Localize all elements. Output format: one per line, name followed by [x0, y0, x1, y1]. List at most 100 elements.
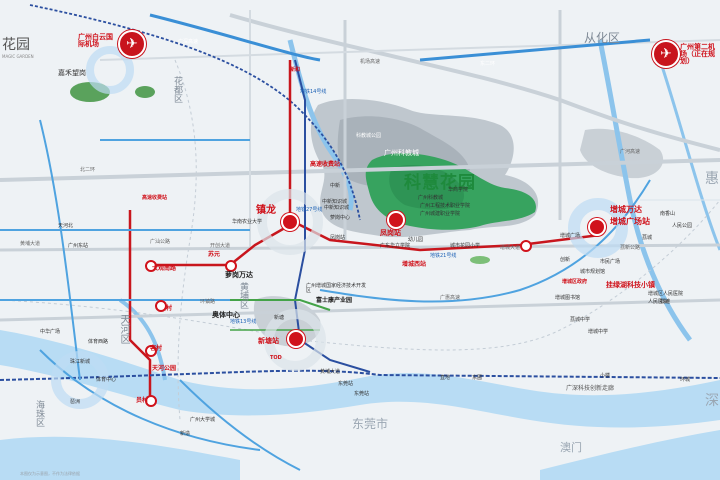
- district-macau: 澳门: [560, 441, 582, 454]
- poi-10: 增城图书馆: [555, 295, 581, 301]
- label-line21: 地铁21号线: [430, 253, 457, 259]
- label-kecun: 客村: [150, 345, 163, 352]
- metro-stop-huangcun: [155, 300, 167, 312]
- label-zhili: 直地: [440, 375, 451, 381]
- poi-19: 人民公园: [672, 223, 693, 229]
- airport-second-label: 广州第二机场（正在规划）: [680, 43, 715, 65]
- label-keji-park: 富士康产业园: [316, 297, 353, 304]
- district-tianhe: 天河区: [118, 314, 129, 344]
- label-dongpu: 东圃: [472, 375, 483, 381]
- poi-18: 市民广场: [600, 259, 621, 265]
- district-huadu: 花都区: [172, 76, 182, 103]
- station-zengcheng-icon: [588, 218, 606, 236]
- poi-15: 广东华立学院: [380, 243, 411, 249]
- brand-logo-small: MAGIC GARDEN: [2, 54, 34, 59]
- label-line13: 地铁13号线: [230, 319, 257, 325]
- label-gangshen: 广深科技创新走廊: [566, 385, 615, 392]
- project-name: 科慧花园: [404, 173, 476, 193]
- label-zhonghua: 中华广场: [40, 329, 61, 335]
- poi-3: 广州城建职业学院: [420, 211, 461, 217]
- brand-logo: 花园: [2, 37, 30, 53]
- road-jihe: 机场高速: [360, 59, 381, 65]
- poi-2: 广州工程技术职业学院: [420, 203, 471, 209]
- metro-stop-dagang: [145, 260, 157, 272]
- label-chuangxin: 创新: [560, 257, 571, 263]
- label-line27: 地铁27号线: [296, 207, 323, 213]
- label-lichang: 荔城: [642, 235, 653, 241]
- label-xinzao: 新造: [180, 431, 191, 437]
- label-luogang-center: 萝岗中心: [330, 215, 351, 221]
- poi-4: 华商学院: [448, 187, 469, 193]
- label-tianhe-park: 天河公园: [152, 365, 177, 372]
- poi-20: 东莞站: [354, 391, 370, 397]
- label-zhujiang: 珠江新城: [70, 359, 91, 365]
- poi-7: 增城区政府: [562, 279, 588, 285]
- metro-stop-zengcheng: [520, 240, 532, 252]
- label-zengcheng-wanda: 增城万达: [610, 205, 642, 214]
- metro-stop-kecun: [145, 345, 157, 357]
- label-huangpu-road: 黄埔大道: [320, 369, 341, 375]
- metro-stop-suxu: [225, 260, 237, 272]
- poi-24: 南香山: [660, 211, 676, 217]
- road-huangpu: 黄埔大道: [20, 241, 41, 247]
- label-jiahe: 嘉禾望岗: [58, 69, 86, 77]
- label-aoti: 奥体中心: [212, 311, 240, 319]
- label-sci-city: 广州科教城: [384, 149, 419, 157]
- poi-8: 人民医院: [648, 299, 669, 305]
- road-huanzhen: 环镇路: [200, 299, 216, 305]
- label-zhongxin: 中新: [330, 183, 341, 189]
- station-dongguan: 东莞站: [338, 381, 354, 387]
- label-suxu: 苏元: [208, 251, 221, 258]
- label-tyc: 体育西路: [88, 339, 109, 345]
- road-guanghui: 广惠高速: [440, 295, 461, 301]
- district-conghua: 从化区: [584, 31, 621, 45]
- label-huancheng: 环城: [680, 377, 691, 383]
- station-xintang: 新塘站: [258, 337, 279, 345]
- poi-22: 增城中学: [588, 329, 609, 335]
- road-kaichuang: 开创大道: [210, 243, 231, 249]
- poi-14: 中新知识城: [324, 205, 350, 211]
- district-haizhu: 海珠区: [34, 400, 44, 427]
- poi-17: 幼儿园: [408, 237, 424, 243]
- metro-stop-yuancun: [145, 395, 157, 407]
- station-zengcheng: 增城广场站: [610, 217, 650, 226]
- poi-5: 增城广场: [560, 233, 581, 239]
- poi-13: 华南农业大学: [232, 219, 263, 225]
- poi-16: 城市花园小学: [450, 243, 481, 249]
- road-gaosu: 广河高速: [620, 149, 641, 155]
- road-dongerhuan: 东二环: [480, 61, 496, 67]
- poi-6: 凤岗站: [330, 235, 346, 241]
- road-guangshen: 广深高速: [178, 39, 199, 45]
- road-liangxin: 荔新公路: [620, 245, 641, 251]
- station-zhenlong-icon: [281, 213, 299, 231]
- label-tianhe-north: 天河北: [58, 223, 74, 229]
- airport-baiyun-label: 广州白云国际机场: [78, 33, 113, 48]
- label-tod: TOD: [270, 355, 282, 361]
- label-zhongxin-park: 中新知识城: [322, 199, 348, 205]
- label-dagang: 大观南路: [152, 265, 177, 272]
- poi-23: 城市规划馆: [580, 269, 606, 275]
- district-hui: 惠: [705, 171, 719, 187]
- poi-21: 增城区人民医院: [648, 291, 684, 297]
- label-pazhou: 琶洲: [70, 399, 81, 405]
- station-zengcheng-west: 增城西站: [402, 261, 427, 268]
- label-ganghou: 广州大学城: [190, 417, 216, 423]
- station-fenggang-icon: [387, 211, 405, 229]
- poi-12: 科教城公园: [356, 133, 382, 139]
- label-guaxu-lake: 挂绿湖科技小镇: [606, 281, 655, 289]
- poi-11: 高速收费站: [142, 195, 168, 201]
- label-yuancun: 员村: [136, 397, 149, 404]
- road-beihuan: 北二环: [80, 167, 96, 173]
- station-xintang-icon: [287, 330, 305, 348]
- road-guangshan: 广汕公路: [150, 239, 171, 245]
- station-conghua-north: 高速收费站: [310, 161, 341, 168]
- district-dongguan: 东莞市: [352, 417, 389, 431]
- footer-note: 本图仅为示意图，不作为法律依据: [20, 471, 80, 476]
- label-line14: 地铁14号线: [300, 89, 327, 95]
- road-zengcheng: 增城大道: [500, 245, 521, 251]
- station-fenggang: 凤岗站: [380, 229, 401, 237]
- station-xinhe: 新和: [290, 67, 301, 73]
- district-shen: 深: [705, 393, 719, 409]
